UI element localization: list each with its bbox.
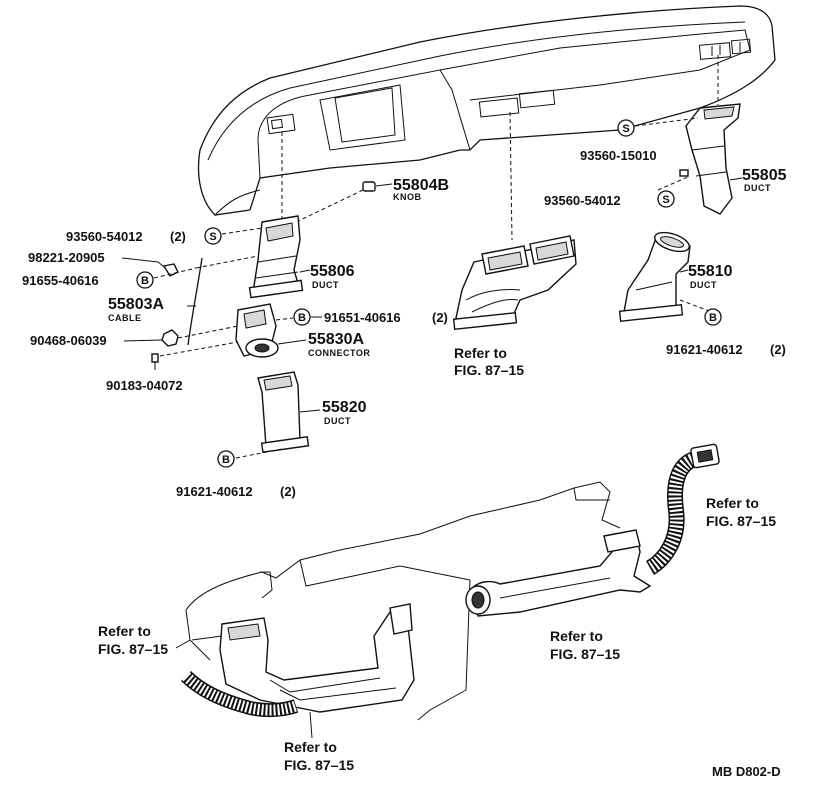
fastener-98221-20905: 98221-20905	[28, 250, 169, 271]
instrument-panel	[197, 5, 776, 216]
svg-text:S: S	[622, 123, 629, 135]
svg-text:91651-40616: 91651-40616	[324, 310, 401, 325]
duct-55806: 55806 DUCT	[248, 215, 355, 299]
refer-label-bottom: Refer to	[284, 739, 337, 755]
part-name-duct-55810: DUCT	[690, 280, 717, 290]
fastener-93560-54012-left: 93560-54012 (2) S	[66, 227, 263, 245]
svg-text:B: B	[141, 275, 149, 287]
part-name-duct-55805: DUCT	[744, 183, 771, 193]
part-number-55820: 55820	[322, 399, 367, 416]
duct-55820: 55820 DUCT	[235, 371, 367, 459]
svg-text:90468-06039: 90468-06039	[30, 333, 107, 348]
cable-55803a: 55803A CABLE	[108, 257, 203, 346]
svg-text:91621-40612: 91621-40612	[666, 342, 743, 357]
bottom-reference: Refer to FIG. 87–15	[284, 711, 354, 773]
floor-structure	[175, 481, 621, 721]
symbol-b-icon: B	[136, 271, 154, 289]
svg-text:B: B	[222, 454, 230, 466]
part-number-55803a: 55803A	[108, 296, 164, 313]
refer-label-lower-center: Refer to	[550, 628, 603, 644]
fastener-90468-06039: 90468-06039	[30, 325, 239, 348]
center-duct: Refer to FIG. 87–15	[452, 235, 577, 378]
part-name-knob: KNOB	[393, 192, 422, 202]
refer-fig-center: FIG. 87–15	[454, 362, 524, 378]
refer-fig-lower-center: FIG. 87–15	[550, 646, 620, 662]
leader-vent-center	[509, 111, 513, 241]
svg-text:93560-15010: 93560-15010	[580, 148, 657, 163]
drawing-code: MB D802-D	[712, 764, 781, 779]
part-number-55810: 55810	[688, 263, 733, 280]
duct-55805: 55805 DUCT	[685, 103, 787, 215]
part-number-55806: 55806	[310, 263, 355, 280]
fastener-93560-54012-right: 93560-54012 S	[544, 169, 691, 208]
svg-text:B: B	[298, 312, 306, 324]
connector-55830a: 55830A CONNECTOR	[235, 303, 370, 358]
part-number-55805: 55805	[742, 167, 787, 184]
symbol-s-icon: S	[657, 190, 675, 208]
right-hose: Refer to FIG. 87–15	[645, 443, 776, 575]
fastener-90183-04072: 90183-04072	[106, 341, 239, 393]
refer-label-lower-left: Refer to	[98, 623, 151, 639]
svg-text:S: S	[662, 194, 669, 206]
symbol-b-icon: B	[293, 308, 311, 326]
refer-fig-right-hose: FIG. 87–15	[706, 513, 776, 529]
part-number-55804b: 55804B	[393, 177, 449, 194]
part-number-55830a: 55830A	[308, 331, 364, 348]
lower-left-duct: Refer to FIG. 87–15	[98, 603, 415, 718]
svg-text:(2): (2)	[770, 342, 786, 357]
svg-text:(2): (2)	[170, 229, 186, 244]
refer-fig-lower-left: FIG. 87–15	[98, 641, 168, 657]
duct-55810: 55810 DUCT	[618, 231, 733, 322]
knob-55804b: 55804B KNOB	[289, 177, 449, 226]
svg-text:(2): (2)	[280, 484, 296, 499]
svg-text:98221-20905: 98221-20905	[28, 250, 105, 265]
svg-text:93560-54012: 93560-54012	[544, 193, 621, 208]
symbol-s-icon: S	[204, 227, 222, 245]
refer-label-center: Refer to	[454, 345, 507, 361]
svg-text:(2): (2)	[432, 310, 448, 325]
fastener-91651-40616: B 91651-40616 (2)	[275, 308, 448, 326]
refer-fig-bottom: FIG. 87–15	[284, 757, 354, 773]
svg-text:91655-40616: 91655-40616	[22, 273, 99, 288]
svg-text:93560-54012: 93560-54012	[66, 229, 143, 244]
part-name-duct-55820: DUCT	[324, 416, 351, 426]
fastener-91655-40616: 91655-40616 B	[22, 255, 259, 289]
svg-text:S: S	[209, 231, 216, 243]
lower-center-duct: Refer to FIG. 87–15	[465, 529, 652, 662]
svg-text:91621-40612: 91621-40612	[176, 484, 253, 499]
fastener-91621-40612-left: B 91621-40612 (2)	[176, 450, 296, 499]
part-name-cable: CABLE	[108, 313, 142, 323]
svg-text:90183-04072: 90183-04072	[106, 378, 183, 393]
symbol-b-icon: B	[217, 450, 235, 468]
fastener-93560-15010: S 93560-15010	[580, 117, 699, 163]
svg-text:B: B	[709, 312, 717, 324]
symbol-b-icon: B	[704, 308, 722, 326]
fastener-91621-40612-right: B 91621-40612 (2)	[666, 308, 786, 357]
symbol-s-icon: S	[617, 119, 635, 137]
part-name-connector: CONNECTOR	[308, 348, 370, 358]
refer-label-right-hose: Refer to	[706, 495, 759, 511]
part-name-duct-55806: DUCT	[312, 280, 339, 290]
